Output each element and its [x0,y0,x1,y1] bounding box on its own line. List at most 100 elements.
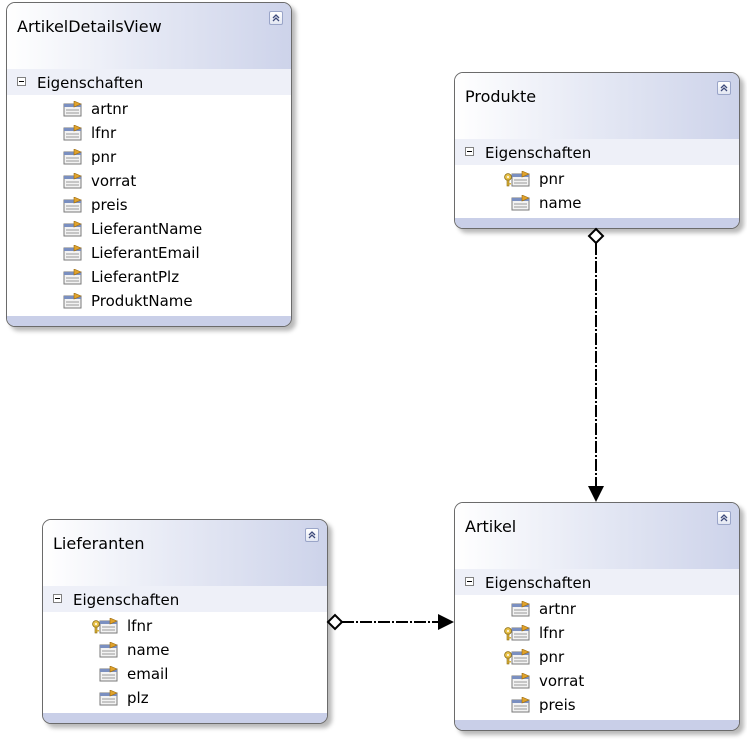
property-name: LieferantEmail [91,244,200,262]
property-row[interactable]: ProduktName [7,289,291,313]
minus-toggle-icon[interactable] [17,77,26,86]
property-name: LieferantPlz [91,268,180,286]
property-name: preis [91,196,128,214]
property-icon [63,268,83,289]
section-label: Eigenschaften [485,574,592,592]
minus-toggle-icon[interactable] [465,577,474,586]
section-properties[interactable]: Eigenschaften [43,586,327,612]
property-name: pnr [539,648,565,666]
primary-key-icon [503,626,513,645]
entity-footer [455,218,739,228]
property-icon [63,124,83,145]
property-row[interactable]: LieferantName [7,217,291,241]
property-icon [63,148,83,169]
property-icon [511,696,531,717]
property-row[interactable]: lfnr [455,621,739,645]
entity-footer [43,713,327,723]
property-icon [99,617,119,638]
collapse-chevron-icon[interactable] [717,511,731,525]
section-properties[interactable]: Eigenschaften [455,139,739,165]
primary-key-icon [91,619,101,638]
property-icon [99,689,119,710]
property-row[interactable]: plz [43,686,327,710]
property-name: plz [127,689,149,707]
property-name: LieferantName [91,220,203,238]
arrow-end-icon [588,486,604,502]
property-name: lfnr [539,624,565,642]
section-label: Eigenschaften [73,591,180,609]
property-name: vorrat [539,672,585,690]
property-name: preis [539,696,576,714]
entity-title: Lieferanten [53,534,145,553]
property-row[interactable]: email [43,662,327,686]
property-row[interactable]: vorrat [455,669,739,693]
association-lieferanten-artikel[interactable] [326,613,454,631]
section-properties[interactable]: Eigenschaften [455,569,739,595]
property-icon [63,244,83,265]
property-row[interactable]: LieferantPlz [7,265,291,289]
property-row[interactable]: pnr [7,145,291,169]
entity-title: Produkte [465,87,537,106]
property-name: name [127,641,170,659]
property-row[interactable]: artnr [455,597,739,621]
primary-key-icon [503,172,513,191]
property-row[interactable]: name [455,191,739,215]
property-row[interactable]: LieferantEmail [7,241,291,265]
collapse-chevron-icon[interactable] [305,528,319,542]
property-row[interactable]: preis [7,193,291,217]
property-icon [99,641,119,662]
collapse-chevron-icon[interactable] [717,81,731,95]
diamond-end-icon [587,227,605,245]
property-icon [63,172,83,193]
property-list: artnr lfnr pnr vorrat preis [455,597,739,717]
section-label: Eigenschaften [485,144,592,162]
entity-title: ArtikelDetailsView [17,17,162,36]
property-icon [99,665,119,686]
property-icon [511,600,531,621]
collapse-chevron-icon[interactable] [269,11,283,25]
property-icon [63,220,83,241]
property-icon [511,648,531,669]
property-icon [511,194,531,215]
property-name: lfnr [91,124,117,142]
diamond-end-icon [326,613,344,631]
property-name: email [127,665,169,683]
entity-artikel[interactable]: Artikel Eigenschaften artnr lfnr pnr vorrat… [454,502,740,731]
entity-header [455,503,739,569]
entity-lieferanten[interactable]: Lieferanten Eigenschaften lfnr name email p… [42,519,328,724]
property-icon [63,196,83,217]
property-name: artnr [539,600,576,618]
property-row[interactable]: name [43,638,327,662]
property-row[interactable]: preis [455,693,739,717]
arrow-end-icon [438,614,454,630]
section-properties[interactable]: Eigenschaften [7,69,291,95]
property-icon [63,100,83,121]
property-row[interactable]: pnr [455,645,739,669]
property-name: vorrat [91,172,137,190]
property-row[interactable]: vorrat [7,169,291,193]
property-row[interactable]: artnr [7,97,291,121]
property-icon [511,624,531,645]
property-name: pnr [539,170,565,188]
property-row[interactable]: lfnr [7,121,291,145]
association-produkte-artikel[interactable] [587,227,605,502]
minus-toggle-icon[interactable] [53,594,62,603]
property-list: pnr name [455,167,739,215]
property-row[interactable]: pnr [455,167,739,191]
entity-title: Artikel [465,517,517,536]
property-name: name [539,194,582,212]
property-icon [63,292,83,313]
minus-toggle-icon[interactable] [465,147,474,156]
primary-key-icon [503,650,513,669]
property-row[interactable]: lfnr [43,614,327,638]
entity-produkte[interactable]: Produkte Eigenschaften pnr name [454,72,740,229]
section-label: Eigenschaften [37,74,144,92]
entity-header [7,3,291,69]
property-name: ProduktName [91,292,193,310]
property-name: pnr [91,148,117,166]
property-icon [511,672,531,693]
entity-artikeldetailsview[interactable]: ArtikelDetailsView Eigenschaften artnr lf… [6,2,292,327]
entity-header [455,73,739,139]
